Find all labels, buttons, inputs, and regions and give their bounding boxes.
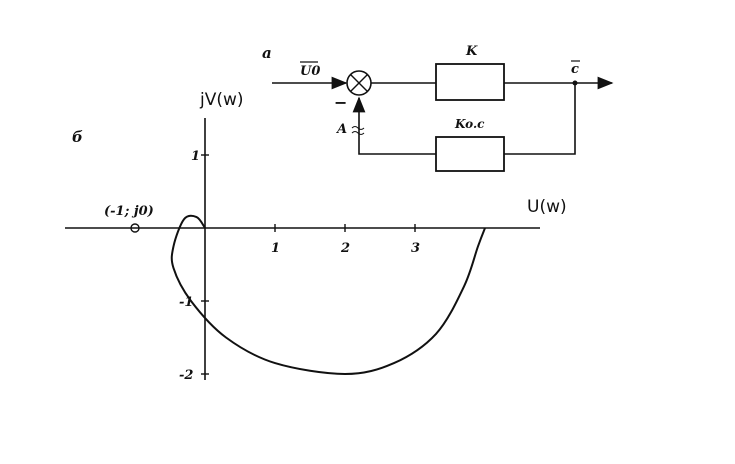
summing-junction <box>346 70 372 96</box>
x-ticks: 1 2 3 <box>271 224 420 256</box>
y-tick-label: -2 <box>179 368 193 383</box>
output-signal-label: c <box>571 62 579 77</box>
x-axis-label: U(w) <box>527 197 567 217</box>
forward-block-label: K <box>465 44 478 59</box>
y-axis-label: jV(w) <box>199 90 244 110</box>
feedback-line <box>504 83 576 155</box>
block-diagram: a U0 − K c Ko.c A <box>262 44 614 172</box>
feedback-point-mark <box>351 126 365 135</box>
feedback-block <box>435 136 505 172</box>
x-tick-label: 2 <box>340 241 350 256</box>
input-signal-label: U0 <box>300 64 320 79</box>
feedback-point-label: A <box>335 122 347 137</box>
critical-point-label: (-1; j0) <box>104 204 154 219</box>
feedback-block-label: Ko.c <box>454 117 485 131</box>
y-tick-label: 1 <box>191 149 200 164</box>
feedback-return-line <box>352 96 436 155</box>
x-tick-label: 1 <box>271 241 280 256</box>
block-diagram-panel-label: a <box>262 44 272 62</box>
x-tick-label: 3 <box>411 241 420 256</box>
feedback-minus-sign: − <box>334 93 347 112</box>
nyquist-curve <box>170 214 486 376</box>
y-ticks: 1-1-2 <box>179 149 209 383</box>
forward-block <box>435 63 505 101</box>
critical-point-marker <box>130 223 140 233</box>
nyquist-panel-label: б <box>72 128 83 146</box>
